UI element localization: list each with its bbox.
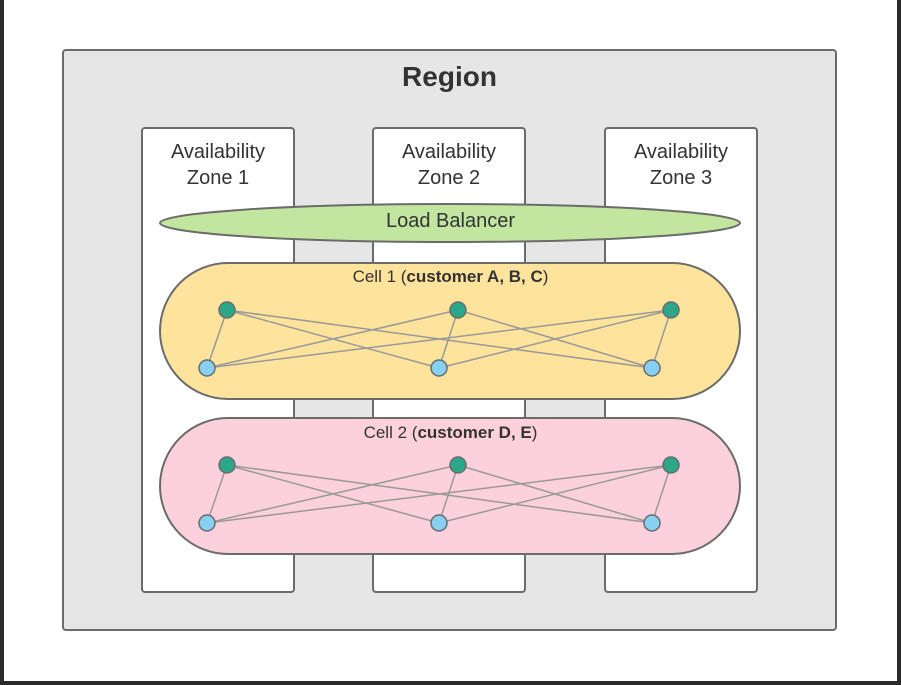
top-node — [662, 456, 680, 474]
cell-label-prefix: Cell 2 ( — [363, 423, 418, 442]
az-label-line2: Zone 3 — [649, 167, 713, 189]
bottom-node — [430, 514, 448, 532]
load-balancer-label: Load Balancer — [386, 210, 515, 232]
top-node — [218, 301, 236, 319]
cell-2-shape — [159, 417, 741, 555]
cell-2-graph — [198, 456, 680, 532]
node-edge — [438, 464, 459, 524]
node-edge — [651, 464, 672, 524]
node-edge — [206, 309, 459, 369]
node-edge — [206, 464, 672, 524]
bottom-node — [430, 359, 448, 377]
az-label: Availability Zone 1 — [143, 139, 293, 191]
cell-1-graph — [198, 301, 680, 377]
node-edge — [206, 464, 228, 524]
cell-label-prefix: Cell 1 ( — [352, 267, 407, 286]
az-label: Availability Zone 3 — [606, 139, 756, 191]
node-edge — [438, 464, 672, 524]
node-edge — [206, 464, 459, 524]
cell-2-label: Cell 2 (customer D, E) — [0, 423, 901, 443]
region-title: Region — [402, 61, 497, 92]
node-edge — [206, 309, 228, 369]
cell-label-customers: customer A, B, C — [406, 267, 543, 286]
top-node — [449, 456, 467, 474]
node-edge — [651, 309, 672, 369]
bottom-node — [198, 514, 216, 532]
cell-label-suffix: ) — [531, 423, 538, 442]
top-node — [218, 456, 236, 474]
az-label-line1: Availability — [401, 141, 497, 163]
az-label-line1: Availability — [633, 141, 729, 163]
az-label-line1: Availability — [170, 141, 266, 163]
top-node — [449, 301, 467, 319]
az-label-line2: Zone 1 — [186, 167, 250, 189]
node-edge — [438, 309, 672, 369]
az-label-line2: Zone 2 — [417, 167, 481, 189]
node-edge — [206, 309, 672, 369]
load-balancer-shape — [159, 203, 741, 243]
bottom-node — [643, 359, 661, 377]
node-edge — [438, 309, 459, 369]
bottom-node — [643, 514, 661, 532]
az-label: Availability Zone 2 — [374, 139, 524, 191]
bottom-node — [198, 359, 216, 377]
cell-1-shape — [159, 262, 741, 400]
cell-label-customers: customer D, E — [417, 423, 532, 442]
top-node — [662, 301, 680, 319]
cell-label-suffix: ) — [542, 267, 549, 286]
cell-1-label: Cell 1 (customer A, B, C) — [0, 267, 901, 287]
